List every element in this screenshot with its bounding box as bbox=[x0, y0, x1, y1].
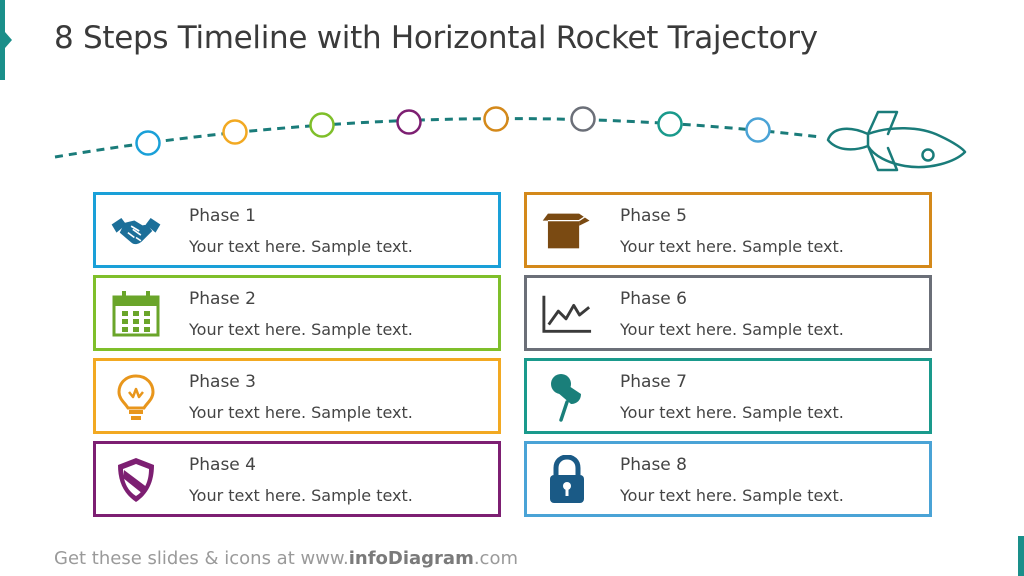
calendar-icon bbox=[110, 290, 162, 338]
left-accent-bar bbox=[0, 0, 12, 80]
timeline-marker-6 bbox=[570, 106, 596, 132]
right-accent-bar bbox=[1018, 536, 1024, 576]
phase-card-7: Phase 7 Your text here. Sample text. bbox=[524, 358, 932, 434]
phase-card-3: Phase 3 Your text here. Sample text. bbox=[93, 358, 501, 434]
trajectory-dashed-path bbox=[54, 117, 821, 159]
phase-title: Phase 2 bbox=[189, 289, 256, 309]
phase-description[interactable]: Your text here. Sample text. bbox=[620, 403, 844, 422]
phase-card-6: Phase 6 Your text here. Sample text. bbox=[524, 275, 932, 351]
timeline-marker-8 bbox=[745, 117, 771, 143]
phase-description[interactable]: Your text here. Sample text. bbox=[189, 403, 413, 422]
footer-suffix: .com bbox=[473, 548, 518, 569]
phase-title: Phase 6 bbox=[620, 289, 687, 309]
timeline-marker-4 bbox=[396, 109, 422, 135]
phase-title: Phase 8 bbox=[620, 455, 687, 475]
phase-card-8: Phase 8 Your text here. Sample text. bbox=[524, 441, 932, 517]
phase-card-2: Phase 2 Your text here. Sample text. bbox=[93, 275, 501, 351]
phase-title: Phase 3 bbox=[189, 372, 256, 392]
footer-credit[interactable]: Get these slides & icons at www.infoDiag… bbox=[54, 548, 518, 569]
phase-description[interactable]: Your text here. Sample text. bbox=[189, 320, 413, 339]
pushpin-icon bbox=[541, 373, 593, 422]
padlock-icon bbox=[541, 455, 593, 504]
timeline-marker-3 bbox=[309, 112, 335, 138]
phase-description[interactable]: Your text here. Sample text. bbox=[189, 237, 413, 256]
footer-prefix: Get these slides & icons at www. bbox=[54, 548, 349, 569]
phase-title: Phase 4 bbox=[189, 455, 256, 475]
lightbulb-icon bbox=[110, 373, 162, 421]
phase-description[interactable]: Your text here. Sample text. bbox=[620, 486, 844, 505]
phase-title: Phase 1 bbox=[189, 206, 256, 226]
phase-card-1: Phase 1 Your text here. Sample text. bbox=[93, 192, 501, 268]
page-title: 8 Steps Timeline with Horizontal Rocket … bbox=[54, 20, 818, 56]
handshake-icon bbox=[110, 207, 162, 255]
phase-card-5: Phase 5 Your text here. Sample text. bbox=[524, 192, 932, 268]
timeline-marker-5 bbox=[483, 106, 509, 132]
rocket-trajectory bbox=[54, 106, 967, 172]
phase-description[interactable]: Your text here. Sample text. bbox=[620, 320, 844, 339]
phase-card-4: Phase 4 Your text here. Sample text. bbox=[93, 441, 501, 517]
footer-brand: infoDiagram bbox=[348, 548, 474, 569]
line-chart-icon bbox=[541, 290, 593, 338]
timeline-markers bbox=[135, 106, 771, 156]
box-icon bbox=[541, 207, 593, 255]
phase-title: Phase 7 bbox=[620, 372, 687, 392]
phase-title: Phase 5 bbox=[620, 206, 687, 226]
rocket-icon bbox=[826, 110, 967, 172]
timeline-marker-2 bbox=[222, 119, 248, 145]
shield-icon bbox=[110, 456, 162, 504]
phase-description[interactable]: Your text here. Sample text. bbox=[620, 237, 844, 256]
phase-description[interactable]: Your text here. Sample text. bbox=[189, 486, 413, 505]
timeline-marker-7 bbox=[657, 111, 683, 137]
timeline-marker-1 bbox=[135, 130, 161, 156]
